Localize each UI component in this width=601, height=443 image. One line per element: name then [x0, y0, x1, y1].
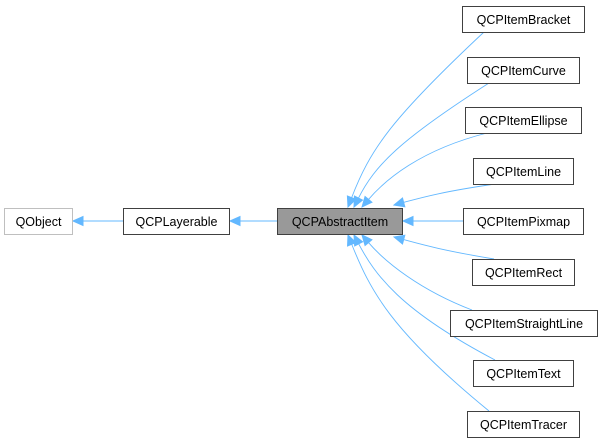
- edge-qcpitemrect-to-qcpabstractitem: [392, 234, 495, 260]
- node-qcpitemtext[interactable]: QCPItemText: [473, 360, 574, 387]
- node-label: QCPItemBracket: [477, 13, 571, 27]
- edge-line: [367, 132, 488, 201]
- edge-line: [350, 31, 485, 199]
- arrowhead-icon: [392, 197, 406, 208]
- node-qobject[interactable]: QObject: [4, 208, 73, 235]
- node-label: QCPItemLine: [486, 165, 561, 179]
- node-box[interactable]: [277, 208, 403, 235]
- node-qcpitemline[interactable]: QCPItemLine: [473, 158, 574, 185]
- node-box[interactable]: [472, 259, 575, 286]
- node-qcpitemtracer[interactable]: QCPItemTracer: [467, 411, 580, 438]
- arrowhead-icon: [347, 233, 357, 247]
- arrowhead-icon: [353, 195, 364, 209]
- node-qcpitembracket[interactable]: QCPItemBracket: [462, 6, 585, 33]
- arrowhead-icon: [361, 234, 373, 247]
- edges-layer: [71, 31, 496, 412]
- edge-qcpitemcurve-to-qcpabstractitem: [353, 82, 490, 209]
- node-box[interactable]: [467, 57, 580, 84]
- node-qcpitemstraightline[interactable]: QCPItemStraightLine: [450, 310, 598, 337]
- node-label: QCPAbstractItem: [292, 215, 388, 229]
- node-qcpabstractitem[interactable]: QCPAbstractItem: [277, 208, 403, 235]
- node-box[interactable]: [465, 107, 582, 134]
- edge-line: [402, 183, 496, 204]
- edge-line: [350, 243, 490, 412]
- arrowhead-icon: [71, 215, 84, 227]
- node-qcpitemellipse[interactable]: QCPItemEllipse: [465, 107, 582, 134]
- node-label: QCPItemPixmap: [477, 215, 570, 229]
- edge-line: [357, 242, 496, 361]
- node-box[interactable]: [467, 411, 580, 438]
- arrowhead-icon: [401, 215, 414, 227]
- node-qcpitemrect[interactable]: QCPItemRect: [472, 259, 575, 286]
- node-box[interactable]: [473, 360, 574, 387]
- edge-qcpitemstraightline-to-qcpabstractitem: [361, 234, 473, 311]
- node-label: QCPLayerable: [136, 215, 218, 229]
- node-label: QCPItemText: [486, 367, 561, 381]
- arrowhead-icon: [353, 233, 364, 247]
- edge-qcpabstractitem-to-qcplayerable: [228, 215, 277, 227]
- edge-qcpitemline-to-qcpabstractitem: [392, 183, 496, 208]
- node-qcpitempixmap[interactable]: QCPItemPixmap: [463, 208, 584, 235]
- node-qcplayerable[interactable]: QCPLayerable: [123, 208, 230, 235]
- arrowhead-icon: [361, 195, 373, 208]
- node-box[interactable]: [450, 310, 598, 337]
- edge-qcpitemellipse-to-qcpabstractitem: [361, 132, 488, 208]
- node-label: QObject: [16, 215, 62, 229]
- arrowhead-icon: [228, 215, 241, 227]
- edge-qcpitembracket-to-qcpabstractitem: [346, 31, 485, 209]
- node-box[interactable]: [462, 6, 585, 33]
- node-box[interactable]: [473, 158, 574, 185]
- edge-qcpitemtext-to-qcpabstractitem: [353, 233, 496, 361]
- edge-line: [357, 82, 490, 200]
- edge-line: [402, 238, 495, 260]
- node-box[interactable]: [463, 208, 584, 235]
- node-box[interactable]: [4, 208, 73, 235]
- edge-qcplayerable-to-qobject: [71, 215, 123, 227]
- edge-line: [367, 241, 473, 311]
- node-label: QCPItemEllipse: [479, 114, 567, 128]
- node-box[interactable]: [123, 208, 230, 235]
- node-label: QCPItemStraightLine: [465, 317, 583, 331]
- node-label: QCPItemCurve: [481, 64, 566, 78]
- node-label: QCPItemTracer: [480, 418, 567, 432]
- edge-qcpitempixmap-to-qcpabstractitem: [401, 215, 463, 227]
- arrowhead-icon: [346, 195, 357, 209]
- node-qcpitemcurve[interactable]: QCPItemCurve: [467, 57, 580, 84]
- edge-qcpitemtracer-to-qcpabstractitem: [347, 233, 490, 412]
- node-label: QCPItemRect: [485, 266, 563, 280]
- arrowhead-icon: [392, 234, 406, 245]
